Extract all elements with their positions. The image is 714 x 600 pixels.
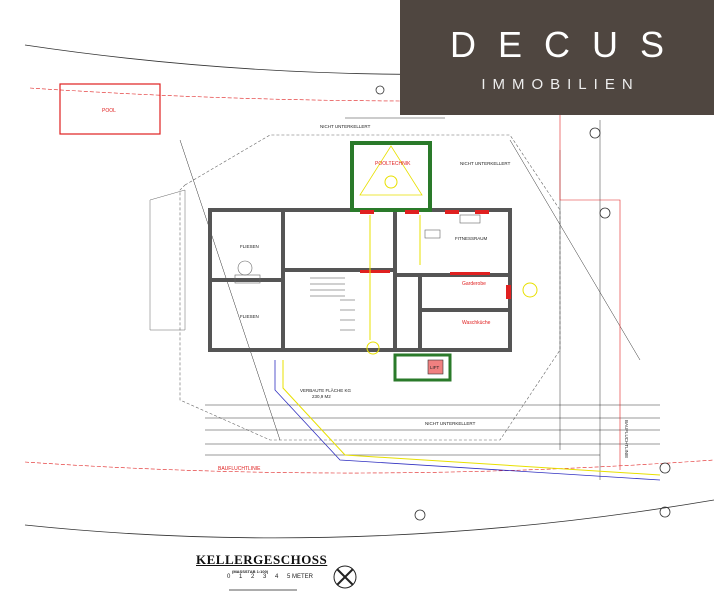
nicht-unterkellert-top: NICHT UNTERKELLERT	[320, 124, 371, 129]
nicht-unterkellert-right: NICHT UNTERKELLERT	[460, 161, 511, 166]
lift-box	[427, 359, 444, 375]
waschkueche-label: Waschküche	[462, 320, 491, 326]
verbaute-flaeche-value: 230,9 M2	[312, 394, 331, 399]
stairs	[310, 277, 355, 331]
scale-tick: 2	[251, 574, 255, 580]
decus-logo: DECUS IMMOBILIEN	[400, 0, 714, 115]
scale-tick: 4	[275, 574, 279, 580]
room-floor-label: FLIESEN	[240, 314, 259, 319]
scale-tick: 3	[263, 574, 267, 580]
pool-label: POOL	[102, 108, 116, 114]
dimension-lines	[179, 117, 660, 480]
new-walls	[366, 215, 538, 355]
lift-label: LIFT	[430, 365, 440, 370]
terrace-outline	[179, 134, 561, 441]
site-boundary-bottom	[24, 499, 714, 539]
baufluchtlinie-line	[24, 459, 714, 474]
site-markers	[375, 85, 671, 521]
pooltechnik-label: POOLTECHNIK	[375, 161, 411, 167]
scale-tick: 0	[227, 574, 231, 580]
yellow-utility-line	[282, 360, 661, 476]
plan-title: KELLERGESCHOSS	[196, 552, 328, 567]
door-markers	[360, 210, 511, 299]
red-utility-line	[559, 110, 621, 470]
garderobe-label: Garderobe	[462, 281, 486, 287]
blue-utility-line	[274, 360, 661, 481]
scale-note: (MASSSTAB 1:100)	[232, 569, 269, 574]
furniture	[234, 214, 481, 284]
scale-tick: 1	[239, 574, 243, 580]
baufluchtlinie-label: BAUFLUCHTLINIE	[218, 466, 261, 472]
scale-tick: 5 METER	[287, 574, 314, 580]
scale-ticks: 0 1 2 3 4 5 METER	[227, 574, 313, 580]
room-floor-label: FLIESEN	[240, 244, 259, 249]
building-walls	[208, 208, 512, 352]
verbaute-flaeche-label: VERBAUTE FLÄCHE KG	[300, 387, 352, 393]
pooltechnik-triangle	[359, 145, 423, 196]
baufluchtlinie-right-label: BAUFLUCHTLINIE	[624, 420, 629, 458]
fitness-label: FITNESSRAUM	[455, 236, 488, 241]
side-area-outline	[149, 189, 186, 331]
logo-brand: DECUS	[449, 24, 687, 65]
logo-subtitle: IMMOBILIEN	[481, 76, 640, 93]
nicht-unterkellert-bottom: NICHT UNTERKELLERT	[425, 421, 476, 426]
pool-outline	[59, 83, 161, 135]
north-arrow-icon	[333, 565, 357, 589]
